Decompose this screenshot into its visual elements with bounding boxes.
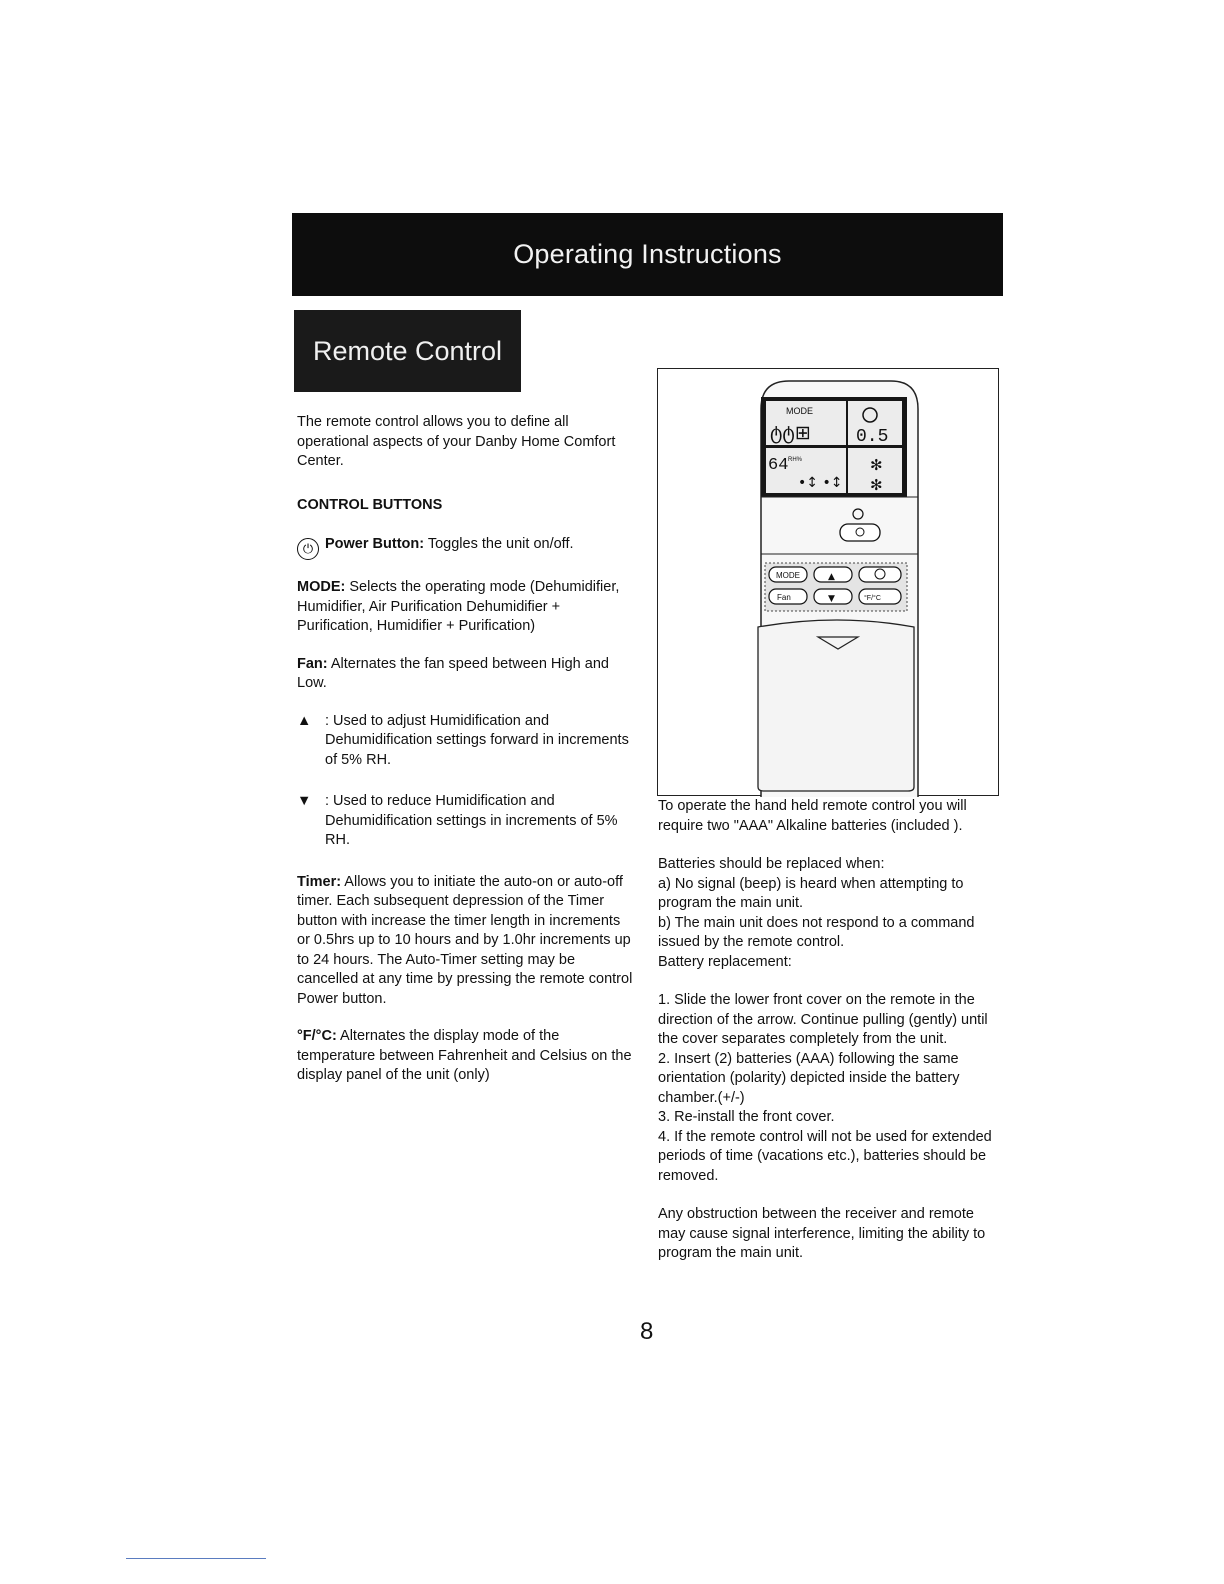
timer-text: Allows you to initiate the auto-on or au… <box>297 873 633 1007</box>
bottom-rule <box>126 1558 266 1559</box>
display-timer-value: 0.5 <box>856 427 888 447</box>
remote-fc-button-label: °F/°C <box>864 594 881 602</box>
display-timer-cell <box>848 401 902 445</box>
mode-text: Selects the operating mode (Dehumidifier… <box>297 579 620 634</box>
down-description: ▼ : Used to reduce Humidification and De… <box>297 792 637 851</box>
fc-description: °F/°C: Alternates the display mode of th… <box>297 1027 637 1086</box>
fc-label: °F/°C: <box>297 1028 337 1044</box>
down-text: : Used to reduce Humidification and Dehu… <box>325 793 618 848</box>
display-mode-icons: ტტ⊞ <box>770 423 811 444</box>
battery-cover[interactable] <box>757 619 915 792</box>
remote-fan-button-label: Fan <box>777 593 791 602</box>
display-mode-label: MODE <box>786 406 813 416</box>
display-humidity-arrows: •↕ •↕ <box>798 475 842 491</box>
remote-up-button-label: ▲ <box>828 572 835 582</box>
fan-high-icon: ✻ <box>870 456 883 474</box>
section-title-box: Remote Control <box>294 310 521 392</box>
right-column: To operate the hand held remote control … <box>658 797 1003 1283</box>
replacement-step-3: 3. Re-install the front cover. <box>658 1109 835 1125</box>
power-text: Toggles the unit on/off. <box>427 536 574 552</box>
replacement-step-1: 1. Slide the lower front cover on the re… <box>658 992 988 1047</box>
fan-label: Fan: <box>297 655 328 672</box>
replace-heading: Batteries should be replaced when: <box>658 856 885 872</box>
up-arrow-icon: ▲ <box>297 712 312 729</box>
power-symbol-icon <box>852 508 864 520</box>
page-number: 8 <box>640 1318 654 1345</box>
power-button-description: ⏻ Power Button: Toggles the unit on/off. <box>297 535 637 560</box>
replacement-step-2: 2. Insert (2) batteries (AAA) following … <box>658 1050 960 1106</box>
remote-down-button[interactable] <box>813 588 853 605</box>
fan-description: Fan: Alternates the fan speed between Hi… <box>297 655 637 694</box>
remote-mode-button[interactable] <box>768 566 808 583</box>
power-icon: ⏻ <box>297 538 319 560</box>
slide-arrow-icon <box>815 636 861 650</box>
remote-illustration-frame: MODE ტტ⊞ 0.5 64 RH% •↕ •↕ ✻ ✻ MODE ▲ Fan… <box>657 368 999 797</box>
battery-intro: To operate the hand held remote control … <box>658 798 967 834</box>
clock-icon <box>862 407 878 423</box>
remote-illustration: MODE ტტ⊞ 0.5 64 RH% •↕ •↕ ✻ ✻ MODE ▲ Fan… <box>757 380 919 797</box>
left-column: The remote control allows you to define … <box>297 413 637 1104</box>
timer-clock-icon <box>874 568 886 580</box>
page-title: Operating Instructions <box>513 239 782 269</box>
timer-label: Timer: <box>297 873 342 890</box>
up-text: : Used to adjust Humidification and Dehu… <box>325 712 629 768</box>
section-title: Remote Control <box>312 335 503 366</box>
replace-reason-b: b) The main unit does not respond to a c… <box>658 914 975 951</box>
control-buttons-heading: CONTROL BUTTONS <box>297 496 443 513</box>
remote-fc-button[interactable] <box>858 588 902 605</box>
remote-mode-button-label: MODE <box>776 571 800 580</box>
interference-note: Any obstruction between the receiver and… <box>658 1206 986 1261</box>
down-arrow-icon: ▼ <box>297 793 312 809</box>
remote-fan-button[interactable] <box>768 588 808 605</box>
power-label: Power Button: <box>325 536 425 552</box>
display-humidity-cell <box>766 448 846 493</box>
display-humidity-value: 64 <box>768 456 788 475</box>
mode-description: MODE: Selects the operating mode (Dehumi… <box>297 578 637 637</box>
display-mode-cell <box>766 401 846 445</box>
remote-up-button[interactable] <box>813 566 853 583</box>
mode-label: MODE: <box>297 579 346 595</box>
fan-text: Alternates the fan speed between High an… <box>297 655 609 692</box>
up-description: ▲ : Used to adjust Humidification and De… <box>297 712 637 771</box>
fc-text: Alternates the display mode of the tempe… <box>297 1028 632 1083</box>
timer-description: Timer: Allows you to initiate the auto-o… <box>297 873 637 1010</box>
display-humidity-unit: RH% <box>788 457 803 463</box>
remote-power-button[interactable] <box>839 523 881 542</box>
remote-timer-button[interactable] <box>858 566 902 583</box>
replacement-step-4: 4. If the remote control will not be use… <box>658 1128 992 1184</box>
display-fan-cell <box>848 448 902 493</box>
replace-reason-a: a) No signal (beep) is heard when attemp… <box>658 875 964 912</box>
replacement-heading: Battery replacement: <box>658 953 792 970</box>
page-header: Operating Instructions <box>292 213 1003 296</box>
intro-paragraph: The remote control allows you to define … <box>297 414 616 469</box>
remote-down-button-label: ▼ <box>828 594 835 604</box>
fan-low-icon: ✻ <box>870 476 883 494</box>
